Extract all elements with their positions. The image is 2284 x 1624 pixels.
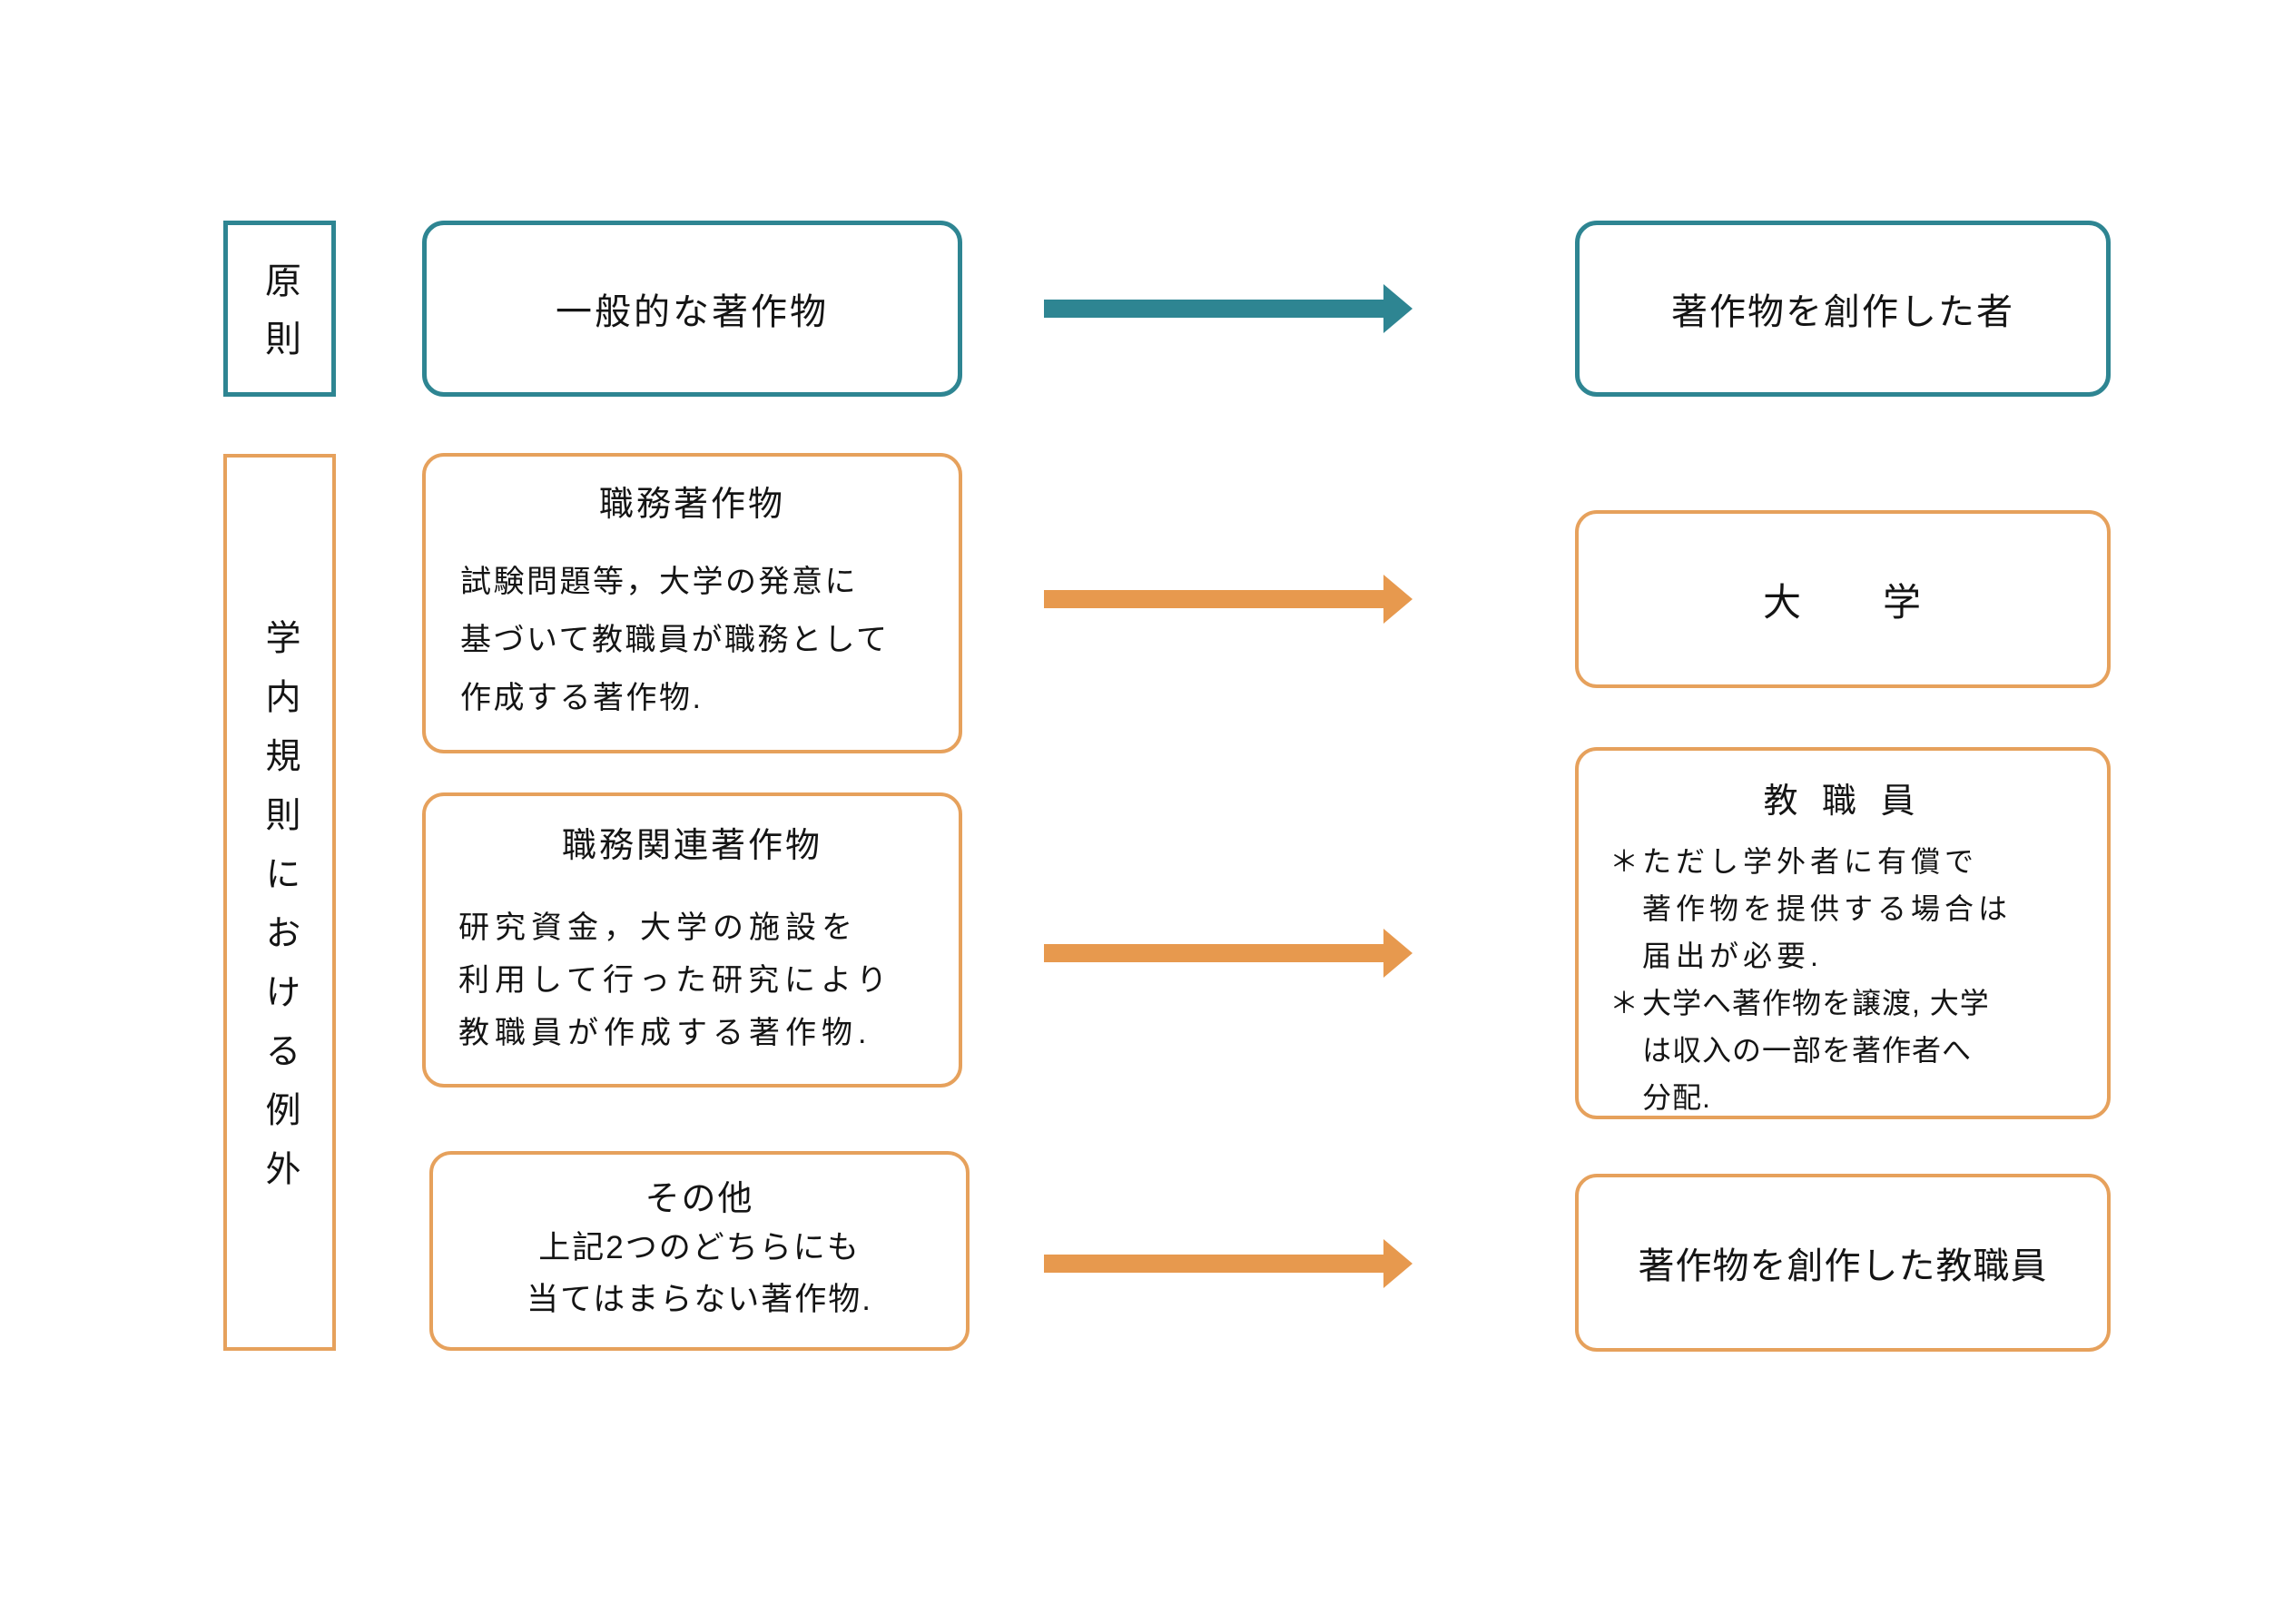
staff-note-text: 大学へ著作物を譲渡, 大学 は収入の一部を著作者へ 分配. bbox=[1642, 979, 2087, 1121]
principle-label: 原則 bbox=[260, 261, 300, 378]
arrow-right-orange-icon bbox=[1044, 929, 1413, 978]
duty-related-description-line: 利用して行った研究により bbox=[458, 963, 893, 998]
university-label: 大 学 bbox=[1762, 580, 1923, 624]
duty-work-box: 職務著作物 試験問題等，大学の発意に 基づいて教職員が職務として 作成する著作物… bbox=[422, 453, 962, 753]
staff-note-text: ただし学外者に有償で 著作物を提供する場合は 届出が必要. bbox=[1642, 838, 2087, 979]
duty-work-title: 職務著作物 bbox=[598, 486, 785, 524]
asterisk-marker: ＊ bbox=[1610, 845, 1639, 878]
staff-title: 教 職 員 bbox=[1763, 782, 1923, 821]
other-work-content: その他 上記2つのどちらにも 当てはまらない著作物. bbox=[433, 1155, 966, 1325]
duty-work-description-line: 基づいて教職員が職務として bbox=[460, 623, 890, 657]
exception-label-box: 学内規則における例外 bbox=[223, 454, 336, 1351]
duty-related-work-title: 職務関連著作物 bbox=[561, 827, 822, 865]
arrow-right-orange-icon bbox=[1044, 1239, 1413, 1288]
staff-note-line: ただし学外者に有償で bbox=[1642, 845, 1979, 878]
creator-staff-box: 著作物を創作した教職員 bbox=[1575, 1174, 2111, 1352]
staff-note-line: 届出が必要. bbox=[1642, 940, 1823, 972]
duty-work-description-line: 試験問題等，大学の発意に bbox=[460, 565, 858, 599]
duty-related-description-line: 教職員が作成する著作物. bbox=[458, 1016, 872, 1050]
asterisk-marker: ＊ bbox=[1610, 987, 1639, 1019]
principle-label-box: 原則 bbox=[223, 221, 336, 397]
arrow-right-orange-icon bbox=[1044, 575, 1413, 624]
staff-note-line: は収入の一部を著作者へ bbox=[1642, 1034, 1973, 1067]
exception-label: 学内規則における例外 bbox=[261, 619, 300, 1209]
staff-note-line: 大学へ著作物を譲渡, 大学 bbox=[1642, 987, 1990, 1019]
duty-related-work-box: 職務関連著作物 研究資金，大学の施設を 利用して行った研究により 教職員が作成す… bbox=[422, 792, 962, 1088]
duty-work-description-line: 作成する著作物. bbox=[460, 681, 704, 715]
creator-label: 著作物を創作した者 bbox=[1671, 292, 2014, 332]
creator-box: 著作物を創作した者 bbox=[1575, 221, 2111, 397]
other-work-box: その他 上記2つのどちらにも 当てはまらない著作物. bbox=[429, 1151, 970, 1351]
staff-note-line: 分配. bbox=[1642, 1081, 1711, 1114]
staff-note: ＊ ただし学外者に有償で 著作物を提供する場合は 届出が必要. bbox=[1610, 838, 2087, 979]
general-work-label: 一般的な著作物 bbox=[556, 292, 829, 332]
other-work-description-line: 当てはまらない著作物. bbox=[526, 1282, 873, 1317]
general-work-box: 一般的な著作物 bbox=[422, 221, 962, 397]
duty-work-description: 試験問題等，大学の発意に 基づいて教職員が職務として 作成する著作物. bbox=[460, 553, 959, 727]
other-work-title: その他 bbox=[645, 1180, 754, 1218]
duty-related-description-line: 研究資金，大学の施設を bbox=[458, 910, 858, 945]
university-box: 大 学 bbox=[1575, 510, 2111, 688]
arrow-right-teal-icon bbox=[1044, 284, 1413, 333]
staff-box: 教 職 員 ＊ ただし学外者に有償で 著作物を提供する場合は 届出が必要. ＊ … bbox=[1575, 747, 2111, 1119]
staff-notes: ＊ ただし学外者に有償で 著作物を提供する場合は 届出が必要. ＊ 大学へ著作物… bbox=[1610, 838, 2087, 1121]
creator-staff-label: 著作物を創作した教職員 bbox=[1638, 1246, 2048, 1286]
staff-note: ＊ 大学へ著作物を譲渡, 大学 は収入の一部を著作者へ 分配. bbox=[1610, 979, 2087, 1121]
staff-note-line: 著作物を提供する場合は bbox=[1642, 892, 2013, 925]
duty-related-work-description: 研究資金，大学の施設を 利用して行った研究により 教職員が作成する著作物. bbox=[458, 901, 959, 1059]
other-work-description-line: 上記2つのどちらにも bbox=[538, 1230, 861, 1265]
